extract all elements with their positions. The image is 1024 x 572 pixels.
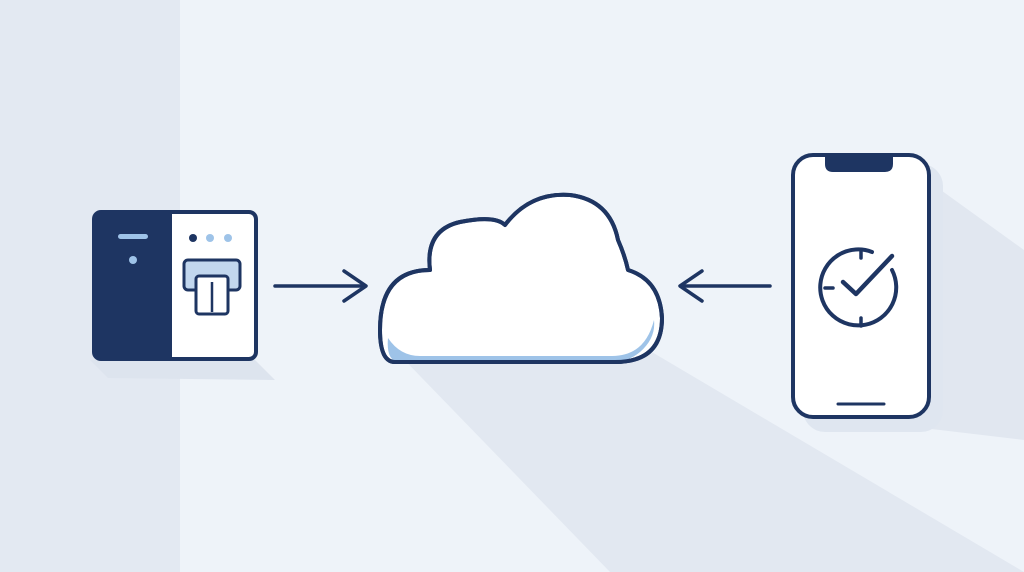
check-mark — [840, 253, 895, 297]
cloud-base-shading — [387, 320, 655, 362]
terminal-long-shadow — [90, 360, 275, 380]
clock-face — [818, 247, 899, 328]
card-terminal-icon — [92, 210, 258, 361]
arrow-phone-to-cloud — [678, 269, 772, 303]
terminal-indicator-dot-2 — [206, 234, 214, 242]
phone-notch — [825, 155, 893, 172]
arrow-terminal-to-cloud — [273, 269, 368, 303]
clock-check-icon — [818, 247, 899, 328]
terminal-indicator-dot-1 — [189, 234, 197, 242]
terminal-indicator-dot-3 — [224, 234, 232, 242]
cloud-icon — [378, 192, 664, 364]
smartphone-icon — [791, 153, 943, 432]
terminal-panel-slot — [118, 234, 148, 239]
terminal-dark-panel — [94, 212, 172, 359]
cloud-long-shadow — [390, 345, 1024, 572]
terminal-panel-light — [129, 256, 137, 264]
cloud-outline-front — [378, 192, 664, 364]
